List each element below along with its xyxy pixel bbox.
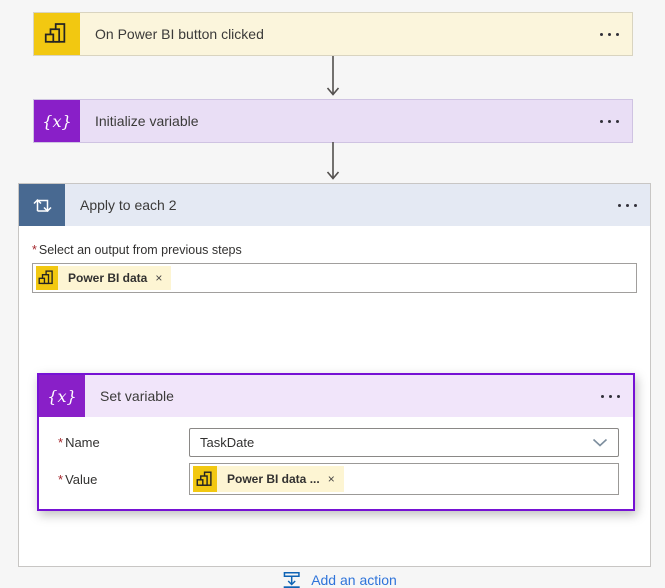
required-marker: * bbox=[58, 435, 64, 450]
variable-icon: {x} bbox=[34, 100, 80, 142]
apply-to-each-card: Apply to each 2 *Select an output from p… bbox=[18, 183, 651, 588]
token-dismiss-button[interactable]: × bbox=[325, 472, 344, 486]
power-bi-data-token[interactable]: Power BI data × bbox=[36, 266, 172, 290]
add-an-action-label: Add an action bbox=[311, 572, 397, 588]
set-variable-title: Set variable bbox=[100, 388, 174, 404]
power-bi-icon bbox=[34, 13, 80, 55]
ellipsis-icon bbox=[600, 394, 620, 398]
variable-icon-glyph: {x} bbox=[47, 386, 77, 406]
power-bi-icon bbox=[36, 266, 58, 290]
loop-icon bbox=[19, 184, 65, 226]
variable-icon-glyph: {x} bbox=[42, 111, 72, 131]
name-dropdown[interactable]: TaskDate bbox=[189, 428, 619, 457]
more-options-button[interactable] bbox=[587, 375, 633, 417]
set-variable-card: {x} Set variable *Name TaskDate bbox=[37, 373, 635, 511]
more-options-button[interactable] bbox=[586, 13, 632, 55]
initialize-card-title: Initialize variable bbox=[95, 113, 199, 129]
apply-to-each-title: Apply to each 2 bbox=[80, 197, 177, 213]
chevron-down-icon[interactable] bbox=[592, 438, 608, 447]
connector-arrow bbox=[326, 56, 340, 96]
power-bi-icon bbox=[193, 466, 217, 492]
ellipsis-icon bbox=[599, 119, 619, 123]
connector-arrow bbox=[326, 142, 340, 180]
variable-icon: {x} bbox=[39, 375, 85, 417]
value-label: *Value bbox=[58, 471, 98, 487]
token-dismiss-button[interactable]: × bbox=[152, 271, 171, 285]
value-input[interactable]: Power BI data ... × bbox=[189, 463, 619, 495]
token-label: Power BI data bbox=[68, 271, 148, 285]
name-dropdown-value: TaskDate bbox=[200, 435, 255, 450]
set-variable-header[interactable]: {x} Set variable bbox=[39, 375, 633, 417]
required-marker: * bbox=[58, 471, 64, 487]
power-bi-data-token[interactable]: Power BI data ... × bbox=[193, 466, 344, 492]
ellipsis-icon bbox=[599, 32, 619, 36]
more-options-button[interactable] bbox=[586, 100, 632, 142]
token-label: Power BI data ... bbox=[227, 472, 320, 486]
required-marker: * bbox=[32, 243, 37, 257]
select-output-label: *Select an output from previous steps bbox=[32, 243, 242, 257]
name-field-row: *Name TaskDate bbox=[58, 428, 619, 457]
more-options-button[interactable] bbox=[604, 184, 650, 226]
apply-to-each-body: *Select an output from previous steps bbox=[19, 243, 650, 588]
trigger-card-title: On Power BI button clicked bbox=[95, 26, 264, 42]
add-an-action-button[interactable]: Add an action bbox=[274, 568, 403, 588]
name-label: *Name bbox=[58, 435, 100, 450]
insert-step-icon bbox=[280, 569, 302, 588]
apply-to-each-header[interactable]: Apply to each 2 bbox=[19, 184, 650, 226]
ellipsis-icon bbox=[617, 203, 637, 207]
select-output-input[interactable]: Power BI data × bbox=[32, 263, 637, 293]
value-field-row: *Value bbox=[58, 463, 619, 495]
trigger-card-on-power-bi-button-clicked[interactable]: On Power BI button clicked bbox=[33, 12, 633, 56]
action-card-initialize-variable[interactable]: {x} Initialize variable bbox=[33, 99, 633, 143]
